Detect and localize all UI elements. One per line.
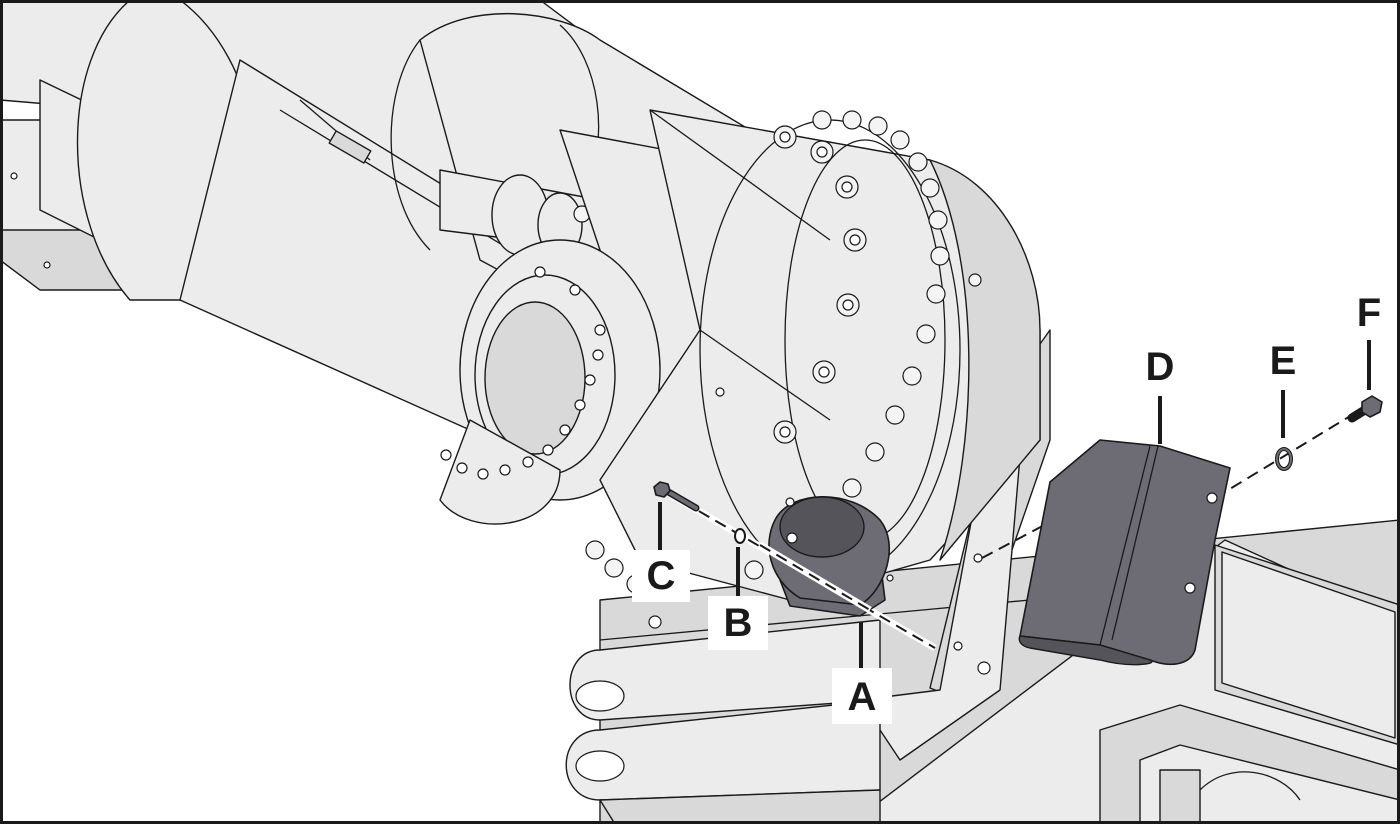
- callout-f: F: [1357, 291, 1381, 390]
- callout-f-label: F: [1357, 291, 1381, 335]
- clevis-lugs: [565, 619, 881, 824]
- callout-a-label: A: [848, 675, 877, 719]
- callout-a: A: [832, 622, 892, 724]
- part-f-hex-bolt: [1347, 395, 1383, 423]
- callout-b-label: B: [724, 601, 753, 645]
- callout-a-box: [832, 668, 892, 724]
- callout-c-box: [632, 550, 690, 602]
- callout-c: C: [632, 502, 690, 602]
- part-c-bolt: [653, 481, 700, 512]
- part-e-lock-washer: [1275, 447, 1293, 471]
- callout-e: E: [1270, 339, 1297, 438]
- part-a-sensor-bracket: [758, 495, 890, 617]
- boom-assembly: [0, 0, 1041, 629]
- flange-bolts: [585, 110, 982, 594]
- part-b-washer: [734, 528, 746, 544]
- callout-d-label: D: [1146, 345, 1175, 389]
- callout-e-label: E: [1270, 339, 1297, 383]
- callout-b-box: [708, 596, 768, 650]
- callout-d: D: [1146, 345, 1175, 444]
- part-d-cover-plate: [1018, 439, 1231, 666]
- callout-c-label: C: [647, 554, 676, 598]
- callout-b: B: [708, 547, 768, 650]
